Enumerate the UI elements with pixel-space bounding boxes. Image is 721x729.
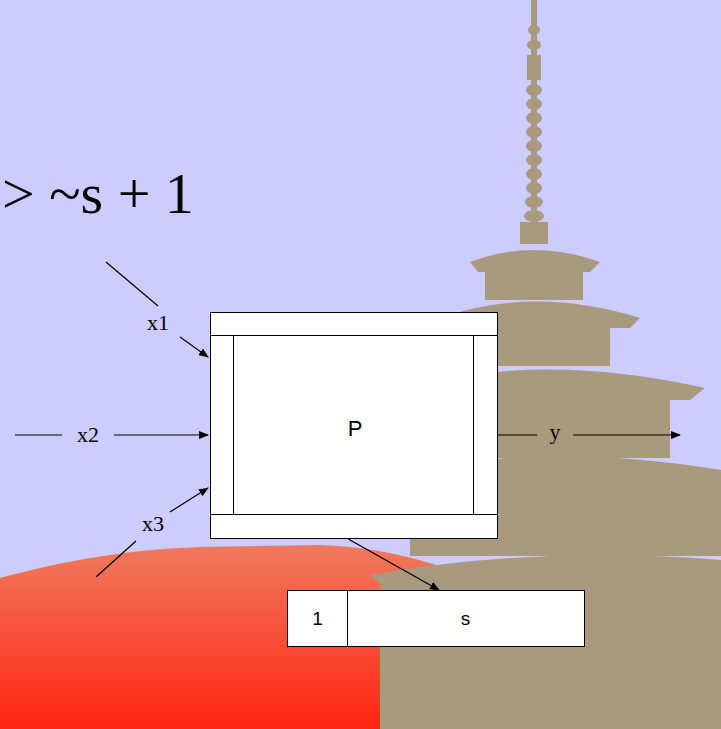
leader-line (106, 262, 158, 306)
signal-name: x2 (77, 424, 99, 446)
signal-name: y (550, 421, 561, 443)
signal-name: x3 (142, 513, 164, 535)
output-arrow (573, 434, 680, 435)
input-arrow (170, 488, 208, 512)
box-label: 1 (312, 609, 323, 628)
input-wire (15, 434, 62, 435)
input-arrow (114, 434, 208, 435)
input-wire (96, 541, 136, 577)
red-hill (0, 545, 721, 729)
box-label: s (461, 609, 471, 628)
output-wire (497, 434, 537, 435)
box-label: P (348, 418, 363, 440)
signal-name: x1 (147, 312, 169, 334)
process-box: P (210, 312, 498, 539)
box-outline-detail (288, 591, 584, 646)
input-arrow (180, 337, 208, 357)
register-box: 1s (287, 590, 585, 647)
connector-arrow (348, 539, 439, 590)
formula-label: > ~s + 1 (2, 165, 194, 223)
